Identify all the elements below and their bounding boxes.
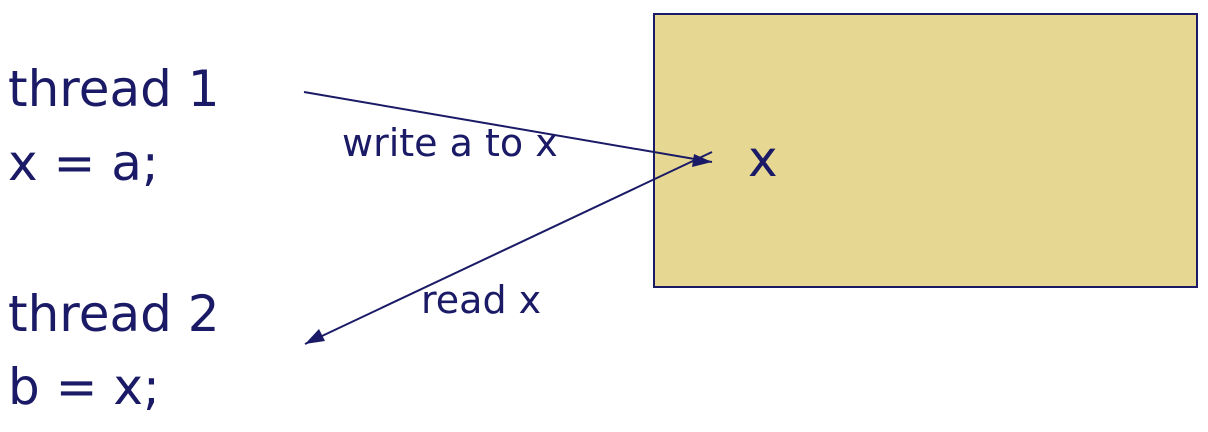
memory-box — [653, 13, 1198, 288]
read-arrow — [304, 151, 713, 345]
read-arrowhead — [305, 329, 325, 344]
read-arrow-label: read x — [421, 278, 542, 322]
write-arrow — [303, 91, 713, 163]
thread-1-label: thread 1 — [8, 60, 220, 118]
write-arrow-label: write a to x — [342, 121, 558, 165]
thread-2-label: thread 2 — [8, 285, 220, 343]
thread-1-code: x = a; — [8, 134, 159, 192]
write-arrowhead — [692, 154, 712, 167]
thread-2-code: b = x; — [8, 358, 160, 416]
memory-variable-x: x — [748, 130, 778, 188]
